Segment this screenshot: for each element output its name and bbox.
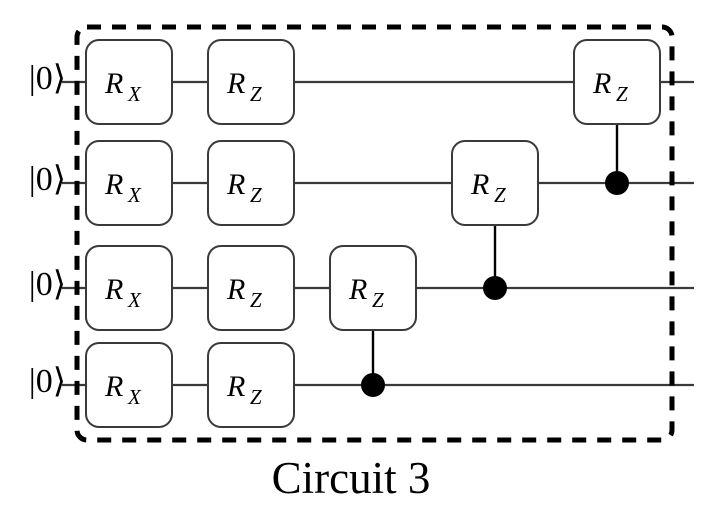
gate-subscript: Z [250, 385, 262, 409]
ket-label-q2: |0⟩ [28, 266, 66, 303]
gate-letter: R [104, 273, 123, 306]
ket-label-q1: |0⟩ [28, 161, 66, 198]
dashed-boundary-box [74, 24, 675, 443]
ket-label-q3: |0⟩ [28, 363, 66, 400]
gate-letter: R [104, 168, 123, 201]
control-dot-q3[interactable] [361, 373, 385, 397]
control-dot-q2[interactable] [483, 276, 507, 300]
gate-letter: R [470, 168, 489, 201]
gate-letter: R [226, 370, 245, 403]
gate-box [207, 39, 295, 125]
gate-letter: R [104, 67, 123, 100]
gate-subscript: Z [494, 183, 506, 207]
gate-rx-q1-col0[interactable]: R X [85, 140, 173, 226]
gate-rx-q2-col0[interactable]: R X [85, 245, 173, 331]
gate-letter: R [592, 67, 611, 100]
gate-box [207, 245, 295, 331]
gate-subscript: Z [250, 183, 262, 207]
gate-box [451, 140, 539, 226]
gate-box [329, 245, 417, 331]
gate-letter: R [104, 370, 123, 403]
gate-subscript: Z [250, 288, 262, 312]
figure-caption: Circuit 3 [271, 453, 431, 503]
gate-subscript: Z [250, 82, 262, 106]
wire-group [62, 80, 694, 387]
gate-subscript: Z [616, 82, 628, 106]
gate-box [573, 39, 661, 125]
gate-letter: R [226, 273, 245, 306]
gate-rz-q3-col1[interactable]: R Z [207, 342, 295, 428]
gate-subscript: X [127, 82, 142, 106]
gate-rx-q3-col0[interactable]: R X [85, 342, 173, 428]
gate-rz-q0-col5-controlled[interactable]: R Z [573, 39, 661, 125]
gate-rz-q0-col1[interactable]: R Z [207, 39, 295, 125]
gate-rz-q2-col3-controlled[interactable]: R Z [329, 245, 417, 331]
gate-subscript: X [127, 183, 142, 207]
gate-letter: R [226, 168, 245, 201]
gate-box [85, 39, 173, 125]
gate-rx-q0-col0[interactable]: R X [85, 39, 173, 125]
gate-letter: R [226, 67, 245, 100]
gate-box [85, 140, 173, 226]
gate-box [207, 140, 295, 226]
gate-box [85, 342, 173, 428]
gate-letter: R [348, 273, 367, 306]
control-dot-q1[interactable] [605, 171, 629, 195]
gate-subscript: Z [372, 288, 384, 312]
control-dot-group [361, 171, 629, 397]
gate-rz-q1-col4-controlled[interactable]: R Z [451, 140, 539, 226]
ket-label-q0: |0⟩ [28, 60, 66, 97]
gate-box [207, 342, 295, 428]
gate-rz-q1-col1[interactable]: R Z [207, 140, 295, 226]
gate-subscript: X [127, 385, 142, 409]
gate-subscript: X [127, 288, 142, 312]
gate-box [85, 245, 173, 331]
gate-rz-q2-col1[interactable]: R Z [207, 245, 295, 331]
